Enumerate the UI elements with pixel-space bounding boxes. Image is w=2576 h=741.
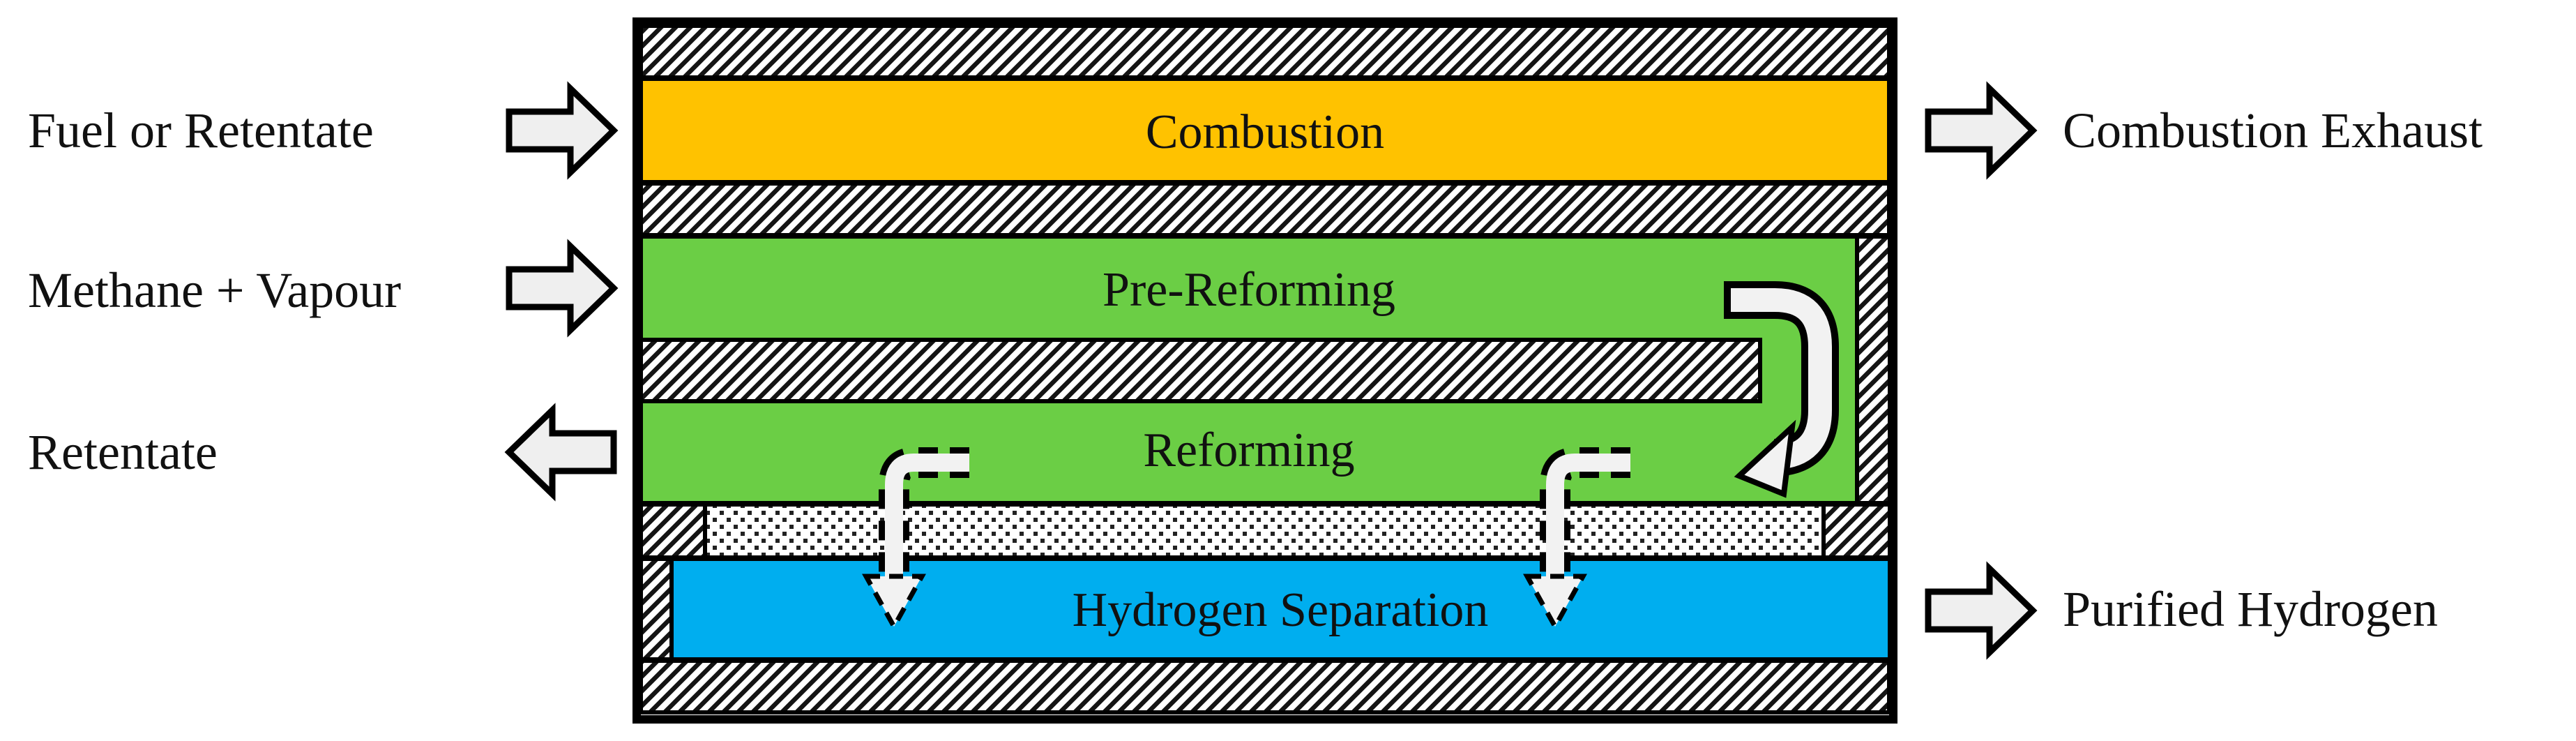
permeation-arrow-left <box>862 447 969 632</box>
permeation-arrow-right-body <box>1546 454 1630 576</box>
permeation-arrow-left-body <box>885 454 969 576</box>
membrane-dotted-layer <box>703 502 1826 560</box>
bottom-wall-hatch <box>639 659 1891 714</box>
methane-label: Methane + Vapour <box>28 262 401 318</box>
membrane-support-left-hatch <box>639 502 707 560</box>
separator-plate-hatch <box>639 338 1762 403</box>
purified-hydrogen-label: Purified Hydrogen <box>2063 581 2438 637</box>
combustion-label: Combustion <box>1146 105 1384 159</box>
hydrogen-separation-label: Hydrogen Separation <box>1073 583 1489 637</box>
retentate-outlet-arrow-icon <box>504 403 617 502</box>
permeation-arrow-right <box>1523 447 1630 632</box>
fuel-inlet-arrow-icon <box>506 81 619 180</box>
combustion-exhaust-arrow-icon <box>1925 81 2038 180</box>
right-wall-hatch <box>1855 234 1892 505</box>
fuel-label: Fuel or Retentate <box>28 103 374 158</box>
permeation-arrowhead-left <box>862 574 926 632</box>
pre-reforming-label: Pre-Reforming <box>1103 263 1395 317</box>
recirculation-arrow-body <box>1731 288 1832 470</box>
top-wall-hatch <box>639 24 1891 80</box>
permeation-arrowhead-right <box>1523 574 1587 632</box>
bottom-left-wall-hatch <box>639 557 674 661</box>
reforming-label: Reforming <box>1143 424 1354 477</box>
mid-wall-hatch <box>639 181 1891 237</box>
combustion-channel <box>639 77 1891 184</box>
purified-hydrogen-arrow-icon <box>1925 561 2038 660</box>
methane-inlet-arrow-icon <box>506 239 619 338</box>
membrane-support-right-hatch <box>1821 502 1892 560</box>
recirculation-arrow <box>1724 281 1839 498</box>
retentate-label: Retentate <box>28 424 218 480</box>
recirculation-arrowhead <box>1734 419 1796 498</box>
combustion-exhaust-label: Combustion Exhaust <box>2063 103 2483 158</box>
